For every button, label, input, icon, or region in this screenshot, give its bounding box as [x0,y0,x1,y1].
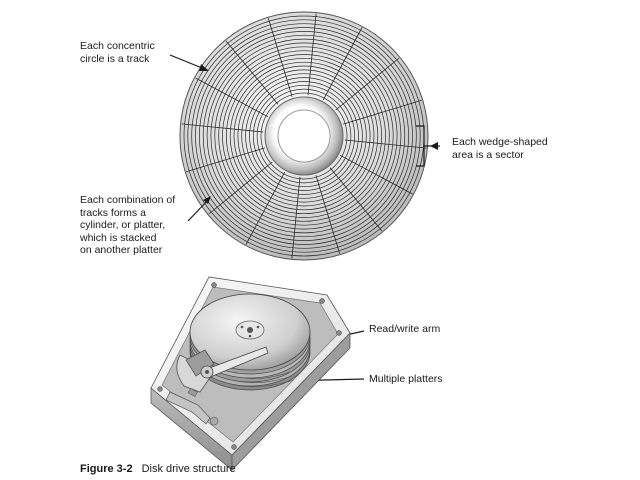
sector-line [208,161,273,215]
sector-line [267,18,293,97]
track-circle [249,81,359,191]
cylinder-label: Each combination of tracks forms a cylin… [80,194,176,256]
tracks [183,15,425,257]
track-label: Each concentric circle is a track [80,40,155,65]
read-write-arm-label: Read/write arm [369,323,441,335]
sector-line [291,176,301,259]
track-circle [241,73,367,199]
spindle-hole [277,109,331,163]
sector-line [307,13,317,96]
sector-label: Each wedge-shaped area is a sector [452,136,548,161]
track-circle [214,46,394,226]
sector-line [181,123,264,133]
track-circle [229,61,379,211]
sector-line [335,57,400,111]
track-circle [202,34,406,238]
track-circle [252,84,356,188]
track-circle [256,88,352,184]
sector-line [329,167,383,232]
sector-lines [181,13,427,259]
track-circle [187,19,421,253]
sector-line [245,172,286,245]
sector-line [344,139,427,149]
sector-line [315,175,341,254]
track-circle [237,69,371,203]
figure-caption: Figure 3-2 Disk drive structure [80,463,236,475]
sector-line [225,40,279,105]
track-circle [233,65,375,207]
hard-drive [150,276,351,471]
track-circle [225,57,383,215]
track-circle [218,50,390,222]
track-circle [260,92,348,180]
track-circle [210,42,398,230]
sector-line [186,147,265,173]
sector-line [340,154,413,195]
read-write-arm [165,346,269,426]
multiple-platters-label: Multiple platters [369,373,443,385]
figure-number: Figure 3-2 [80,463,133,475]
track-circle [222,54,386,218]
sector-line [322,27,363,100]
track-circle [191,23,417,249]
sector-line [195,77,268,118]
track-circle [245,77,363,195]
track-circle [199,31,409,241]
track-circle [195,27,413,245]
figure-title: Disk drive structure [141,463,236,475]
cylinder-arrow [187,198,210,222]
sector-line [343,99,422,125]
platter [179,11,429,261]
track-circle [206,38,402,234]
